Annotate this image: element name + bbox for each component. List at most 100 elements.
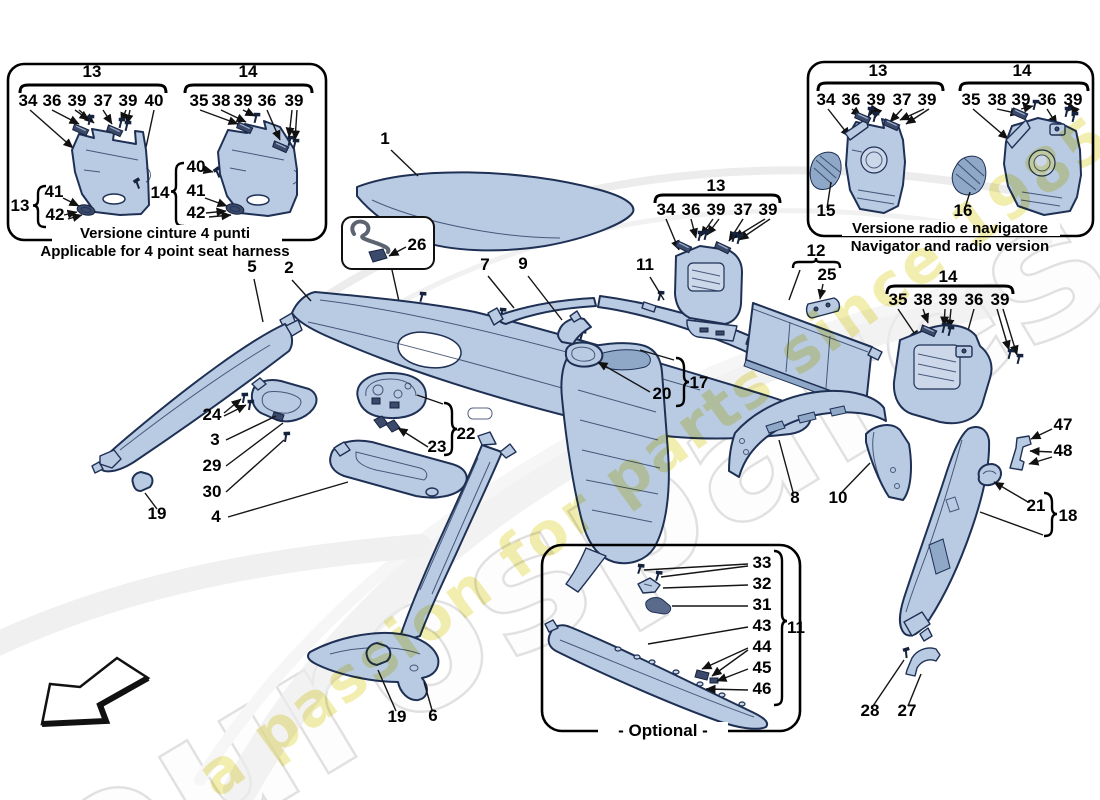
leader-line bbox=[205, 207, 227, 217]
harness-caption-english: Applicable for 4 point seat harness bbox=[40, 243, 289, 260]
roof-detail bbox=[371, 199, 561, 239]
leader-line bbox=[905, 108, 930, 125]
hole bbox=[672, 669, 680, 675]
part-detail bbox=[872, 431, 887, 493]
brace-11 bbox=[773, 549, 788, 707]
leader-line bbox=[223, 404, 247, 417]
group-14-label: 14 bbox=[1013, 61, 1032, 80]
leader-line bbox=[872, 659, 905, 707]
callout-33: 33 bbox=[753, 553, 772, 572]
part-detail bbox=[851, 149, 896, 205]
leader-line bbox=[253, 278, 264, 323]
speaker-grille-left bbox=[809, 151, 842, 209]
callout-5: 5 bbox=[247, 257, 256, 276]
quarter-trim-part-13 bbox=[674, 227, 746, 342]
floor-bracket bbox=[905, 647, 941, 677]
callout: 39 bbox=[867, 90, 886, 109]
callout: 41 bbox=[45, 182, 64, 201]
leader-line bbox=[291, 109, 301, 141]
top-nub bbox=[477, 431, 497, 446]
leader-line bbox=[1030, 428, 1053, 440]
clip bbox=[709, 677, 719, 684]
leader-line bbox=[705, 684, 749, 694]
callout-17: 17 bbox=[690, 373, 709, 392]
callout-19-lower: 19 bbox=[388, 707, 407, 726]
speaker-opening-detail bbox=[865, 151, 883, 169]
clip bbox=[76, 204, 96, 216]
leader-line bbox=[649, 276, 665, 301]
inset-border bbox=[341, 216, 435, 270]
callout: 38 bbox=[212, 91, 231, 110]
slot bbox=[829, 405, 847, 417]
seat-belt-clip-icon bbox=[225, 203, 245, 215]
tab bbox=[641, 301, 657, 313]
speaker-grille-right bbox=[951, 155, 987, 209]
part-detail bbox=[691, 269, 721, 292]
leader-line bbox=[285, 109, 295, 138]
callout: 37 bbox=[734, 200, 753, 219]
screw-pin-icon bbox=[84, 112, 97, 127]
part-outline bbox=[728, 389, 887, 478]
clip-fastener-icon bbox=[1010, 107, 1029, 121]
clip-fastener-icon bbox=[674, 239, 694, 254]
quarter-trim-part-13-radio bbox=[844, 104, 906, 214]
callout-47: 47 bbox=[1054, 415, 1073, 434]
part-outline bbox=[250, 379, 318, 423]
hole bbox=[890, 467, 896, 473]
callout: 39 bbox=[68, 91, 87, 110]
cap bbox=[977, 463, 1002, 487]
pillar-trim-part-14 bbox=[211, 110, 302, 217]
part-detail bbox=[905, 439, 963, 613]
flag bbox=[569, 310, 582, 323]
group-12-label: 12 bbox=[807, 241, 826, 260]
callout: 36 bbox=[842, 90, 861, 109]
striker bbox=[645, 597, 672, 615]
grille-mesh bbox=[955, 157, 985, 191]
group-14-label: 14 bbox=[239, 62, 258, 81]
callout-8: 8 bbox=[790, 488, 799, 507]
leader-line bbox=[416, 394, 444, 405]
part-detail bbox=[752, 308, 869, 389]
leader-line bbox=[202, 165, 214, 175]
square-fastener-dot bbox=[961, 348, 967, 354]
plate-dot bbox=[825, 302, 831, 308]
leader-line bbox=[788, 269, 801, 301]
console-clip-icon bbox=[373, 415, 401, 433]
leader-line bbox=[397, 427, 429, 448]
callout: 39 bbox=[1012, 90, 1031, 109]
leader-line bbox=[639, 349, 675, 361]
leader-line bbox=[738, 218, 771, 241]
rear-header-arch bbox=[728, 389, 887, 478]
slot bbox=[699, 327, 709, 333]
leader-line bbox=[67, 213, 83, 222]
leader-line bbox=[390, 149, 419, 177]
callout-48: 48 bbox=[1054, 441, 1073, 460]
trim-plate-25 bbox=[805, 297, 841, 319]
slot bbox=[715, 330, 725, 336]
callout-44: 44 bbox=[753, 637, 772, 656]
latch-striker bbox=[645, 597, 672, 615]
leader-line bbox=[662, 584, 749, 589]
group-13-label: 13 bbox=[707, 176, 726, 195]
leader-line bbox=[597, 361, 651, 393]
callout: 41 bbox=[187, 181, 206, 200]
hole bbox=[738, 701, 746, 707]
optional-box: 33 32 31 43 44 45 46 11 - Optional - bbox=[540, 543, 805, 740]
arrow-shadow bbox=[41, 675, 150, 727]
part-outline bbox=[898, 426, 991, 637]
leader-line bbox=[979, 511, 1044, 536]
callout-19-left: 19 bbox=[148, 504, 167, 523]
slot bbox=[797, 411, 817, 424]
leader-line bbox=[964, 191, 971, 209]
leader-line bbox=[102, 109, 113, 125]
part-outline bbox=[865, 424, 912, 501]
plate-dot bbox=[813, 306, 819, 312]
hole bbox=[409, 664, 419, 672]
switch bbox=[371, 397, 381, 405]
leader-line bbox=[728, 218, 744, 242]
main-diagram: 1 26 2 5 bbox=[91, 129, 1077, 726]
callout-46: 46 bbox=[753, 679, 772, 698]
direction-arrow bbox=[40, 656, 151, 727]
leader-line bbox=[225, 439, 285, 493]
pillar-cap bbox=[977, 463, 1002, 487]
